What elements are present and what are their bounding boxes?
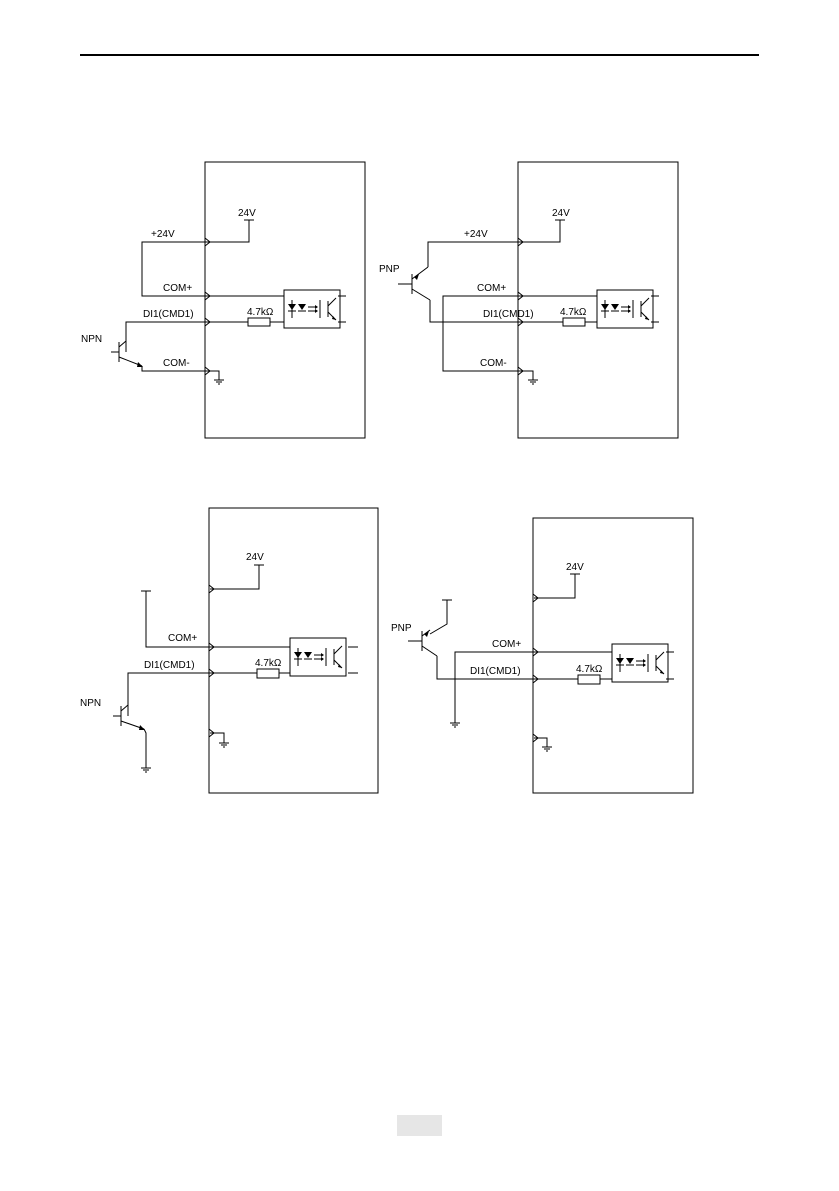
label-com-plus: COM+: [168, 633, 197, 644]
drive-box: [518, 162, 678, 438]
resistor: [578, 675, 600, 684]
label-npn: NPN: [81, 334, 102, 345]
label-pnp: PNP: [391, 623, 412, 634]
label-com-plus: COM+: [163, 283, 192, 294]
ground-icon: [542, 743, 552, 751]
resistor: [248, 318, 270, 326]
label-plus24v: +24V: [151, 229, 175, 240]
circuit-pnp-external: 24V PNP COM+ DI1(CMD1) 4.7kΩ: [391, 518, 693, 793]
ground-icon: [528, 376, 538, 384]
drive-box: [533, 518, 693, 793]
label-com-plus: COM+: [492, 639, 521, 650]
label-resistor: 4.7kΩ: [247, 307, 274, 318]
label-24v: 24V: [566, 562, 584, 573]
ground-icon: [219, 739, 229, 747]
ground-icon: [450, 719, 460, 727]
optocoupler-icon: [290, 638, 346, 676]
resistor: [257, 669, 279, 678]
resistor: [563, 318, 585, 326]
label-resistor: 4.7kΩ: [576, 664, 603, 675]
drive-box: [205, 162, 365, 438]
label-24v: 24V: [552, 208, 570, 219]
label-npn: NPN: [80, 698, 101, 709]
label-di: DI1(CMD1): [143, 309, 194, 320]
label-pnp: PNP: [379, 264, 400, 275]
label-com-minus: COM-: [163, 358, 190, 369]
label-resistor: 4.7kΩ: [255, 658, 282, 669]
label-di: DI1(CMD1): [144, 660, 195, 671]
drive-box: [209, 508, 378, 793]
ground-icon: [141, 764, 151, 772]
page-number: [397, 1115, 442, 1136]
optocoupler-icon: [597, 290, 653, 328]
label-com-plus: COM+: [477, 283, 506, 294]
ground-icon: [214, 376, 224, 384]
label-24v: 24V: [238, 208, 256, 219]
label-di: DI1(CMD1): [470, 666, 521, 677]
circuit-npn-external: 24V COM+ DI1(CMD1) 4.7kΩ NPN: [80, 508, 378, 793]
label-24v: 24V: [246, 552, 264, 563]
circuit-npn-internal: 24V +24V COM+ DI1(CMD1) 4.7kΩ NPN COM-: [81, 162, 365, 438]
label-resistor: 4.7kΩ: [560, 307, 587, 318]
circuit-pnp-internal: 24V +24V PNP COM+ DI1(CMD1) COM- 4.7kΩ: [379, 162, 678, 438]
optocoupler-icon: [284, 290, 340, 328]
optocoupler-icon: [612, 644, 668, 682]
label-di: DI1(CMD1): [483, 309, 534, 320]
label-plus24v: +24V: [464, 229, 488, 240]
label-com-minus: COM-: [480, 358, 507, 369]
